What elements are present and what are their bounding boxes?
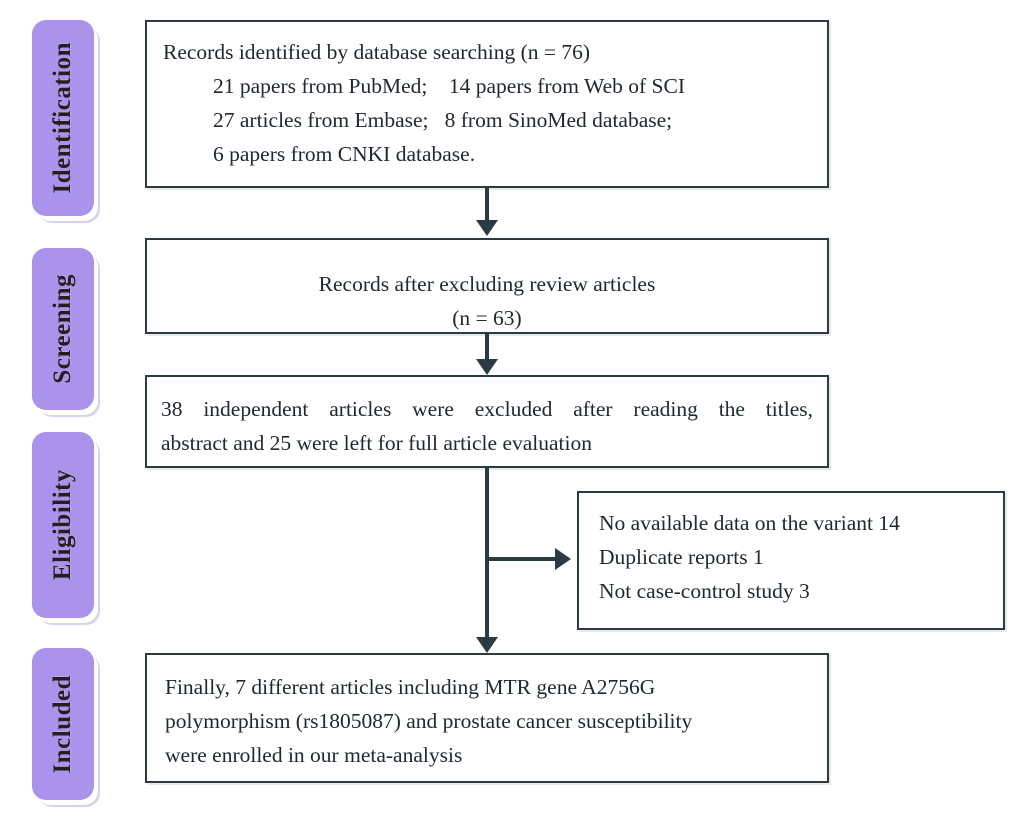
full-text-exclusions-box: No available data on the variant 14 Dupl… xyxy=(577,491,1005,630)
records-identified-line-4: 6 papers from CNKI database. xyxy=(213,141,476,166)
records-identified-line-3: 27 articles from Embase; 8 from SinoMed … xyxy=(213,107,673,132)
arrow-eligibility-to-exclusions xyxy=(555,548,571,570)
titles-abstract-line-1: 38 independent articles were excluded af… xyxy=(161,397,813,421)
final-included-line-1: Finally, 7 different articles including … xyxy=(165,675,656,699)
exclusion-reason-3: Not case-control study 3 xyxy=(599,578,810,603)
stage-label-eligibility-text: Eligibility xyxy=(49,469,76,581)
arrow-identification-to-screening xyxy=(476,220,498,236)
arrow-screening-to-eligibility xyxy=(476,359,498,375)
records-after-reviews-line-1: Records after excluding review articles xyxy=(318,272,656,296)
final-included-studies-box: Finally, 7 different articles including … xyxy=(145,653,829,783)
connector-eligibility-to-exclusions xyxy=(485,557,557,561)
connector-identification-to-screening xyxy=(485,188,489,224)
final-included-line-2: polymorphism (rs1805087) and prostate ca… xyxy=(165,708,693,733)
titles-abstract-line-2: abstract and 25 were left for full artic… xyxy=(161,430,592,455)
stage-label-identification-text: Identification xyxy=(49,42,76,194)
records-identified-line-2: 21 papers from PubMed; 14 papers from We… xyxy=(213,73,685,98)
final-included-line-3: were enrolled in our meta-analysis xyxy=(165,742,463,767)
records-after-excluding-reviews-box: Records after excluding review articles … xyxy=(145,238,829,334)
connector-screening-to-eligibility xyxy=(485,334,489,364)
stage-label-included: Included xyxy=(32,648,94,800)
records-identified-box: Records identified by database searching… xyxy=(145,20,829,188)
titles-abstract-screening-box: 38 independent articles were excluded af… xyxy=(145,375,829,468)
stage-label-screening-text: Screening xyxy=(49,274,76,384)
exclusion-reason-1: No available data on the variant 14 xyxy=(599,511,900,535)
stage-label-identification: Identification xyxy=(32,20,94,216)
stage-label-included-text: Included xyxy=(49,674,76,774)
stage-label-screening: Screening xyxy=(32,248,94,410)
records-identified-line-1: Records identified by database searching… xyxy=(163,40,591,64)
records-after-reviews-line-2: (n = 63) xyxy=(452,305,522,330)
arrow-eligibility-to-included xyxy=(476,637,498,653)
stage-label-eligibility: Eligibility xyxy=(32,432,94,618)
exclusion-reason-2: Duplicate reports 1 xyxy=(599,544,764,569)
